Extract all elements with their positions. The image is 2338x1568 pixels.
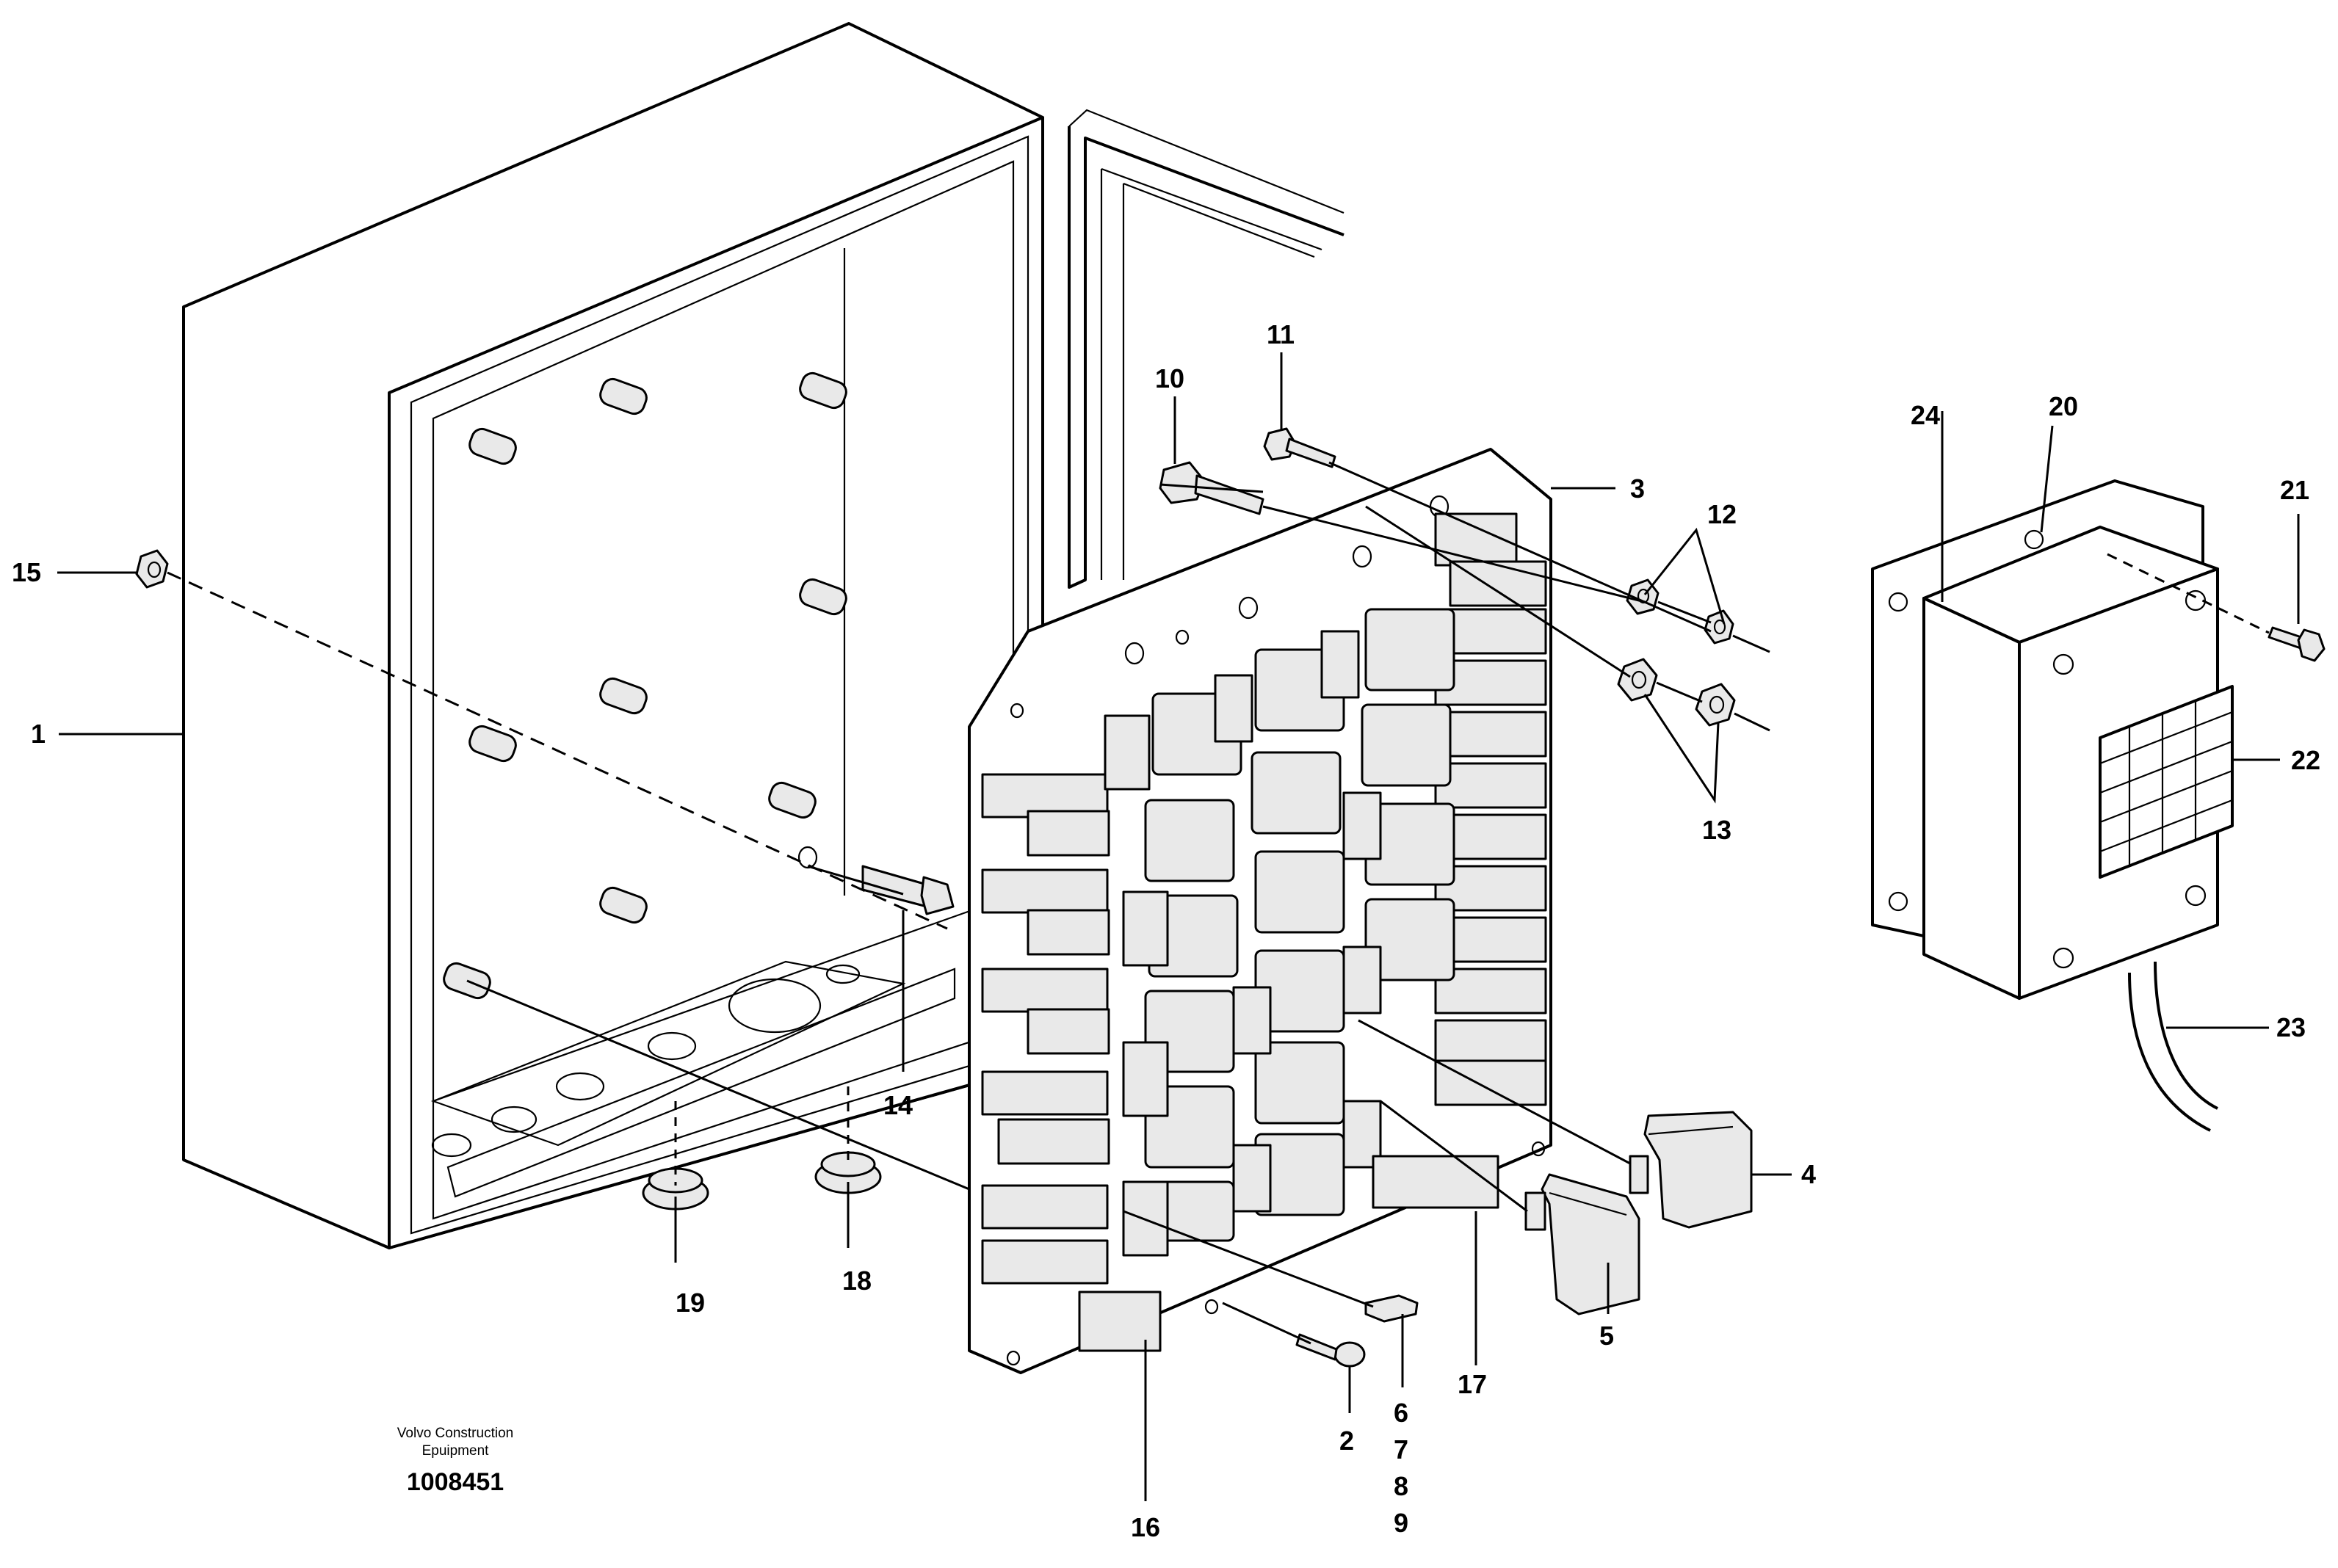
nut-13-a — [1617, 658, 1658, 702]
callout-21: 21 — [2280, 475, 2309, 505]
mounting-stud — [599, 377, 648, 415]
mounting-stud — [599, 886, 648, 924]
callout-6: 6 — [1394, 1398, 1408, 1428]
callout-8: 8 — [1394, 1471, 1408, 1501]
caption-company: Volvo Construction — [397, 1426, 513, 1441]
callout-5: 5 — [1599, 1321, 1614, 1351]
callout-23: 23 — [2276, 1012, 2306, 1042]
callout-15: 15 — [12, 557, 41, 587]
callout-22: 22 — [2291, 745, 2320, 775]
mounting-stud — [468, 427, 517, 465]
screw-2 — [1295, 1333, 1366, 1368]
relay-5 — [1524, 1173, 1640, 1315]
fuse — [1364, 1294, 1419, 1323]
mounting-stud — [799, 371, 847, 410]
nut-13-b — [1695, 683, 1736, 727]
callout-12: 12 — [1707, 499, 1737, 529]
callout-24: 24 — [1911, 400, 1940, 430]
callout-labels: 1 2 3 4 5 6 7 8 9 10 11 12 13 14 15 16 1… — [12, 319, 2320, 1542]
callout-9: 9 — [1394, 1508, 1408, 1538]
distribution-board — [968, 448, 1552, 1374]
callout-2: 2 — [1339, 1426, 1354, 1456]
screw-21 — [2268, 626, 2326, 662]
grommet-18 — [814, 1151, 882, 1194]
bolt-10 — [1159, 461, 1264, 515]
callout-13: 13 — [1702, 815, 1731, 845]
control-unit — [1871, 479, 2326, 1132]
callout-4: 4 — [1801, 1159, 1816, 1189]
connector-16 — [1078, 1291, 1162, 1352]
callout-1: 1 — [31, 719, 46, 749]
callout-3: 3 — [1630, 473, 1645, 504]
cabinet-door — [1068, 109, 1344, 589]
cabinet-housing — [182, 22, 1044, 1249]
callout-11: 11 — [1267, 319, 1295, 349]
grommet-19 — [642, 1167, 709, 1211]
mounting-stud — [799, 578, 847, 616]
mounting-stud — [599, 677, 648, 715]
drawing-number: 1008451 — [407, 1468, 504, 1496]
caption: Volvo Construction Epuipment 1008451 — [397, 1426, 513, 1496]
callout-19: 19 — [676, 1288, 705, 1318]
connector-17 — [1372, 1155, 1499, 1209]
callout-14: 14 — [883, 1090, 913, 1120]
callout-20: 20 — [2049, 391, 2078, 421]
relay-4 — [1629, 1111, 1753, 1229]
bolt-11 — [1263, 427, 1336, 468]
callout-16: 16 — [1131, 1512, 1160, 1542]
nut-15 — [135, 549, 169, 589]
nut-12-b — [1704, 609, 1734, 645]
callout-10: 10 — [1155, 363, 1184, 393]
callout-18: 18 — [842, 1266, 872, 1296]
mounting-stud — [768, 781, 817, 819]
caption-company-line2: Epuipment — [422, 1443, 490, 1459]
label-22 — [2099, 685, 2234, 879]
bolt-14 — [861, 865, 955, 915]
mounting-stud — [468, 725, 517, 763]
callout-17: 17 — [1458, 1369, 1487, 1399]
callout-7: 7 — [1394, 1434, 1408, 1464]
leader-lines — [57, 352, 2300, 1501]
